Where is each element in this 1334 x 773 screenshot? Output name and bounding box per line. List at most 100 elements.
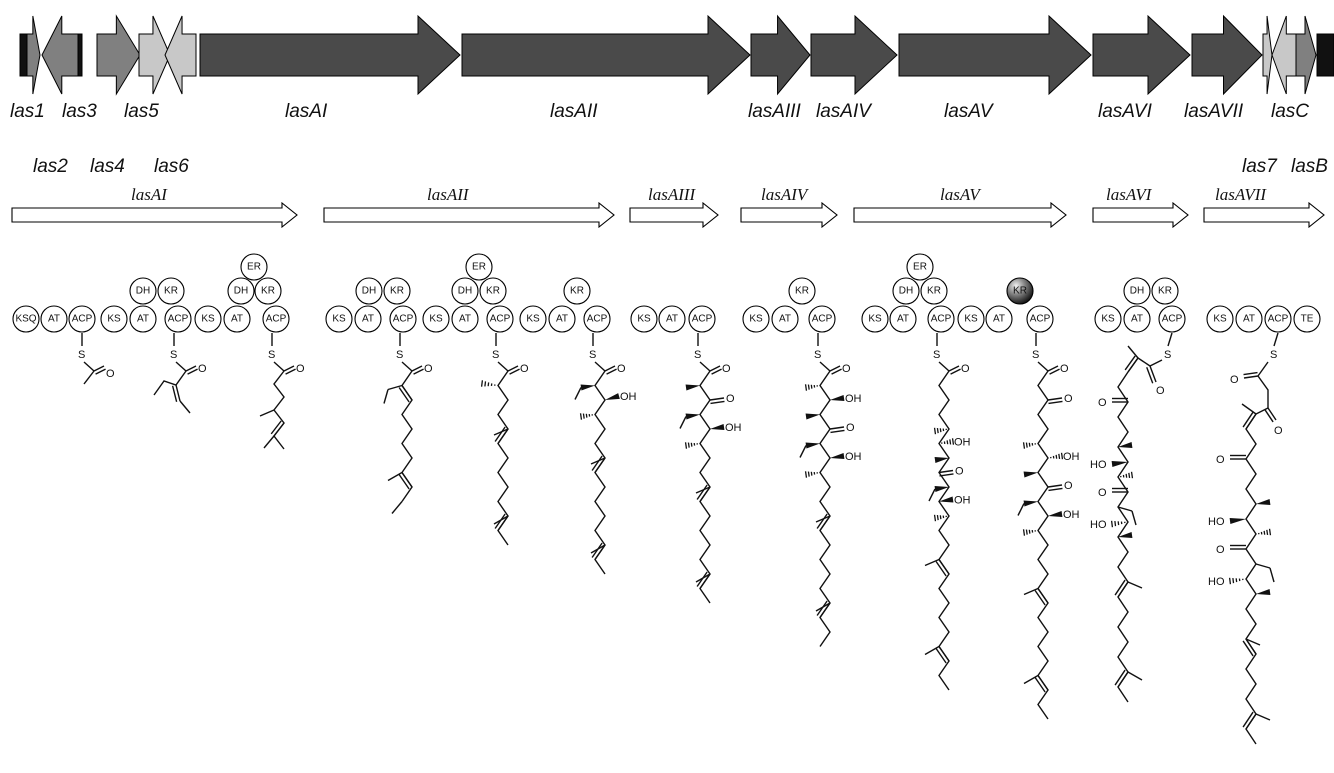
gene-las4 xyxy=(77,33,83,77)
domain-acp-m10-label: ACP xyxy=(1162,314,1183,325)
hash-line xyxy=(1266,529,1269,536)
domain-dh-m4-circle xyxy=(451,277,479,305)
gene-lasAV xyxy=(898,14,1092,96)
m9-chain xyxy=(1037,370,1049,720)
domain-at-m9-circle xyxy=(985,305,1013,333)
m9-me3 xyxy=(1022,529,1036,536)
m8-db1-2 xyxy=(935,561,947,577)
hash-line xyxy=(480,380,484,387)
hash-line xyxy=(939,515,942,520)
m10-s-c xyxy=(1149,359,1163,367)
domain-kr-m2-label: KR xyxy=(261,286,275,297)
gene-las3 xyxy=(41,15,79,95)
hash-line xyxy=(582,413,585,419)
m10-et4 xyxy=(1127,671,1143,681)
gene-label-lasC: lasC xyxy=(1271,101,1309,122)
domain-ks-m11-label: KS xyxy=(1213,314,1227,325)
domain-ks-m3-label: KS xyxy=(332,314,346,325)
hash-line xyxy=(1263,530,1266,535)
domain-dh-m10-circle xyxy=(1123,277,1151,305)
m8-co xyxy=(938,469,954,474)
m3-db1-2 xyxy=(398,387,410,403)
domain-ks-m5-label: KS xyxy=(526,314,540,325)
m8-db2 xyxy=(938,646,950,662)
m10-db1 xyxy=(1117,581,1129,598)
hash-line xyxy=(1232,577,1235,584)
m7-oh-label: OH xyxy=(845,393,862,405)
gene-end xyxy=(1316,33,1334,77)
gene-label-las4: las4 xyxy=(90,156,125,177)
m1-s: S xyxy=(170,349,177,361)
m10-o3: O xyxy=(1098,487,1107,499)
module-arrow-lasAI xyxy=(11,201,298,229)
domain-at-m6-label: AT xyxy=(666,314,678,325)
domain-acp-m8-circle xyxy=(927,305,955,333)
module-arrows xyxy=(11,201,1325,229)
domain-at-m11-circle xyxy=(1235,305,1263,333)
domain-ks-m8-circle xyxy=(861,305,889,333)
domain-at-m5-label: AT xyxy=(556,314,568,325)
m3-co xyxy=(411,365,423,372)
m6-oh xyxy=(710,424,725,430)
domain-ks-m10-circle xyxy=(1094,305,1122,333)
m9-oh2-label: OH xyxy=(1063,509,1080,521)
hash-line xyxy=(936,514,939,521)
module-arrow-lasAVI xyxy=(1092,201,1189,229)
m11-oh-label: HO xyxy=(1208,516,1225,528)
m5-co-2 xyxy=(606,368,617,375)
gene-las1 xyxy=(19,33,28,77)
m9-o: O xyxy=(1060,363,1069,375)
module-arrow-lasAVII xyxy=(1203,201,1325,229)
domain-acp-m6-label: ACP xyxy=(692,314,713,325)
hash-line xyxy=(807,471,810,477)
gene-label-las6: las6 xyxy=(154,156,189,177)
m4-co xyxy=(507,365,519,372)
m7-co xyxy=(829,426,845,430)
module-arrow-lasAV xyxy=(853,201,1067,229)
m4-me1 xyxy=(480,380,496,387)
m10-top xyxy=(1127,357,1151,373)
m10-et3 xyxy=(1127,581,1143,589)
m8-db1 xyxy=(938,559,950,575)
m1-o: O xyxy=(198,363,207,375)
domain-dh-m10-label: DH xyxy=(1130,286,1144,297)
m5-s: S xyxy=(589,349,596,361)
m11-db2-2 xyxy=(1242,711,1254,728)
m5-s-c xyxy=(594,361,606,372)
domain-ks-m6-label: KS xyxy=(637,314,651,325)
m8-co-2 xyxy=(950,368,961,375)
m3-s-c xyxy=(401,361,413,372)
domain-acp-m7-circle xyxy=(808,305,836,333)
module-label-lasAV: lasAV xyxy=(940,185,982,204)
m10-oh-label: HO xyxy=(1090,459,1107,471)
hash-line xyxy=(1128,472,1131,479)
gene-labels-bottom: las2 las4 las6 las7 lasB xyxy=(33,156,1328,177)
m6-co-2 xyxy=(710,400,725,405)
m8-o: O xyxy=(955,466,964,478)
m8-me2 xyxy=(934,457,949,463)
m6-o: O xyxy=(726,393,735,405)
gene-label-lasAVI: lasAVI xyxy=(1098,101,1153,122)
m11-db xyxy=(1245,413,1257,430)
m2-db xyxy=(273,422,285,437)
hash-line xyxy=(810,471,813,476)
domain-dh-m1-circle xyxy=(129,277,157,305)
domain-at-m7-circle xyxy=(771,305,799,333)
hash-line xyxy=(807,384,810,390)
m6-et4 xyxy=(695,573,711,583)
acetyl-me xyxy=(83,370,95,385)
m10-et xyxy=(1117,506,1133,512)
hash-line xyxy=(804,384,808,391)
domain-ks-m5-circle xyxy=(519,305,547,333)
domain-dh-m3-circle xyxy=(355,277,383,305)
acetyl-s-c xyxy=(83,361,95,372)
hash-line xyxy=(936,427,939,434)
m11-chain xyxy=(1245,413,1257,745)
domain-acp-m10-circle xyxy=(1158,305,1186,333)
hash-line xyxy=(484,381,487,387)
m11-o2: O xyxy=(1274,425,1283,437)
gene-las6b xyxy=(164,15,197,95)
m8-s: S xyxy=(933,349,940,361)
gene-label-lasAVII: lasAVII xyxy=(1184,101,1244,122)
